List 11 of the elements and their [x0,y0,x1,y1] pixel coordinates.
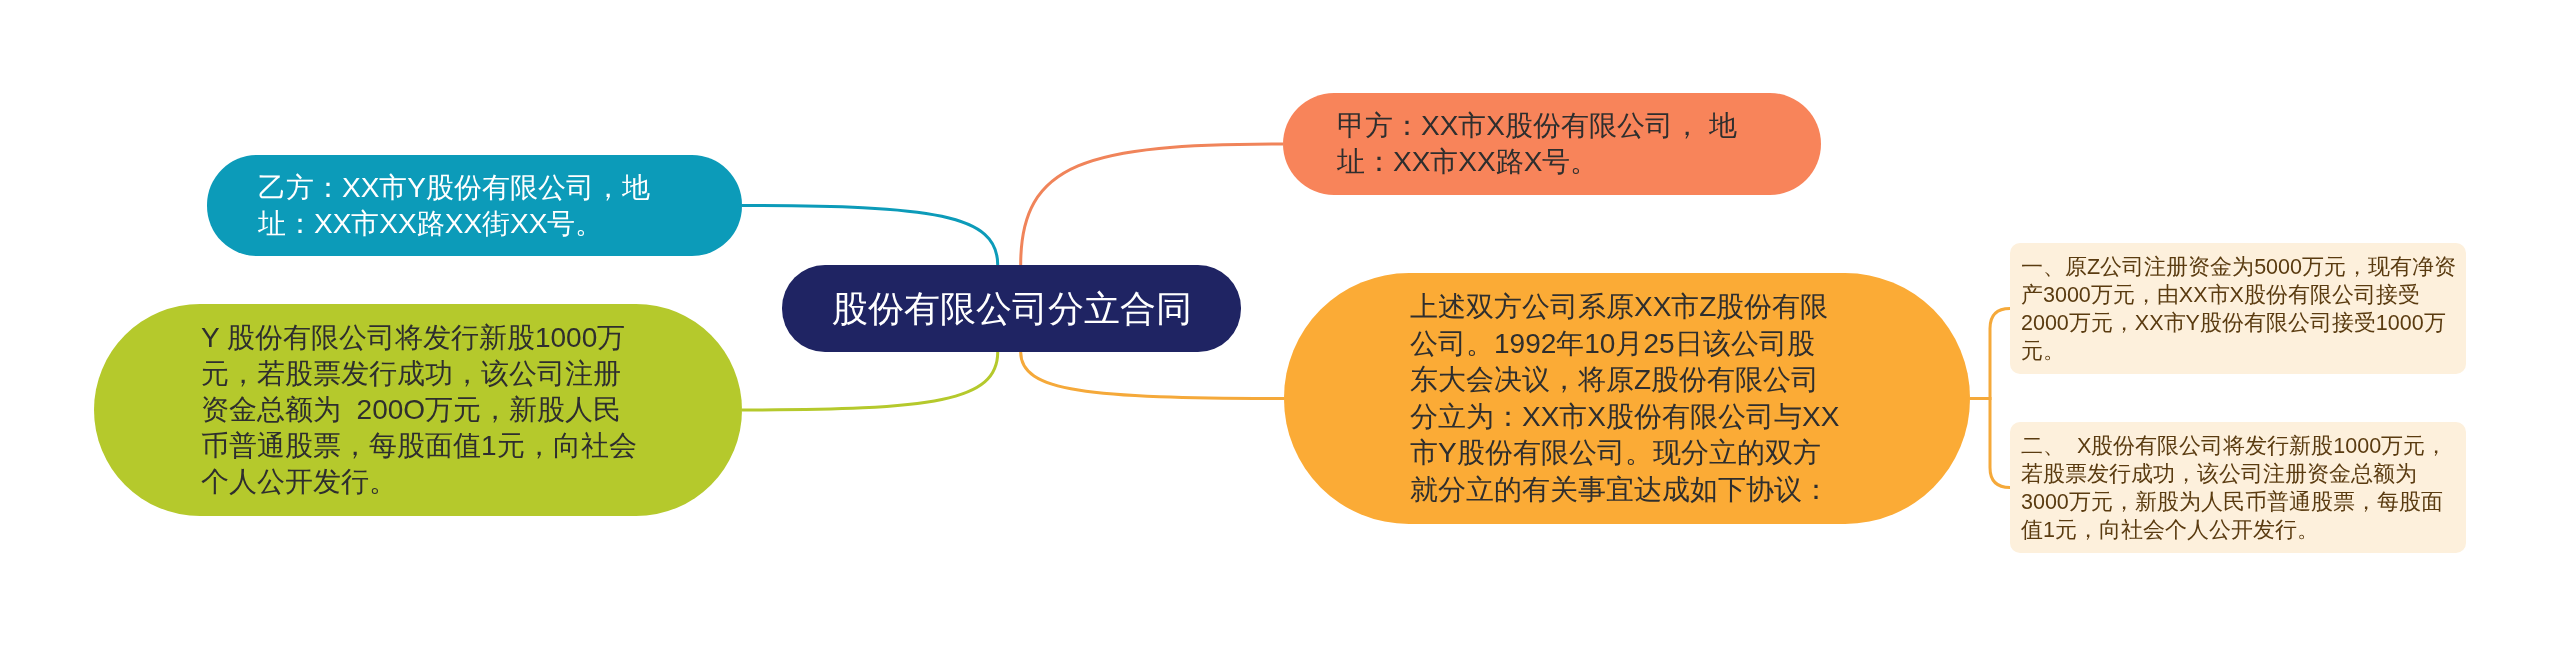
topic-bubble: 甲方：XX市X股份有限公司， 地址：XX市XX路X号。 [1283,93,1821,195]
central-topic: 股份有限公司分立合同 [782,265,1241,352]
detail-card: 二、 X股份有限公司将发行新股1000万元，若股票发行成功，该公司注册资金总额为3000万元，新股为人民币普通股票，每股面值1元，向社会个人公开发行。 [2010,422,2466,553]
detail-card: 一、原Z公司注册资金为5000万元，现有净资产3000万元，由XX市X股份有限公司接受2000万元，XX市Y股份有限公司接受1000万元。 [2010,243,2466,374]
topic-bubble: 上述双方公司系原XX市Z股份有限公司。1992年10月25日该公司股东大会决议，将原Z股份有限公司分立为：XX市X股份有限公司与XX市Y股份有限公司。现分立的双方就分立的有关事宜达成如下协议： [1284,273,1970,524]
connector-line [1019,351,1284,400]
topic-bubble: 乙方：XX市Y股份有限公司，地址：XX市XX路XX街XX号。 [207,155,742,256]
topic-bubble: Y 股份有限公司将发行新股1000万元，若股票发行成功，该公司注册资金总额为 200O万元，新股人民币普通股票，每股面值1元，向社会个人公开发行。 [94,304,742,516]
connector-line [742,204,1000,266]
connector-line [1019,142,1283,266]
connector-line [742,351,1000,412]
